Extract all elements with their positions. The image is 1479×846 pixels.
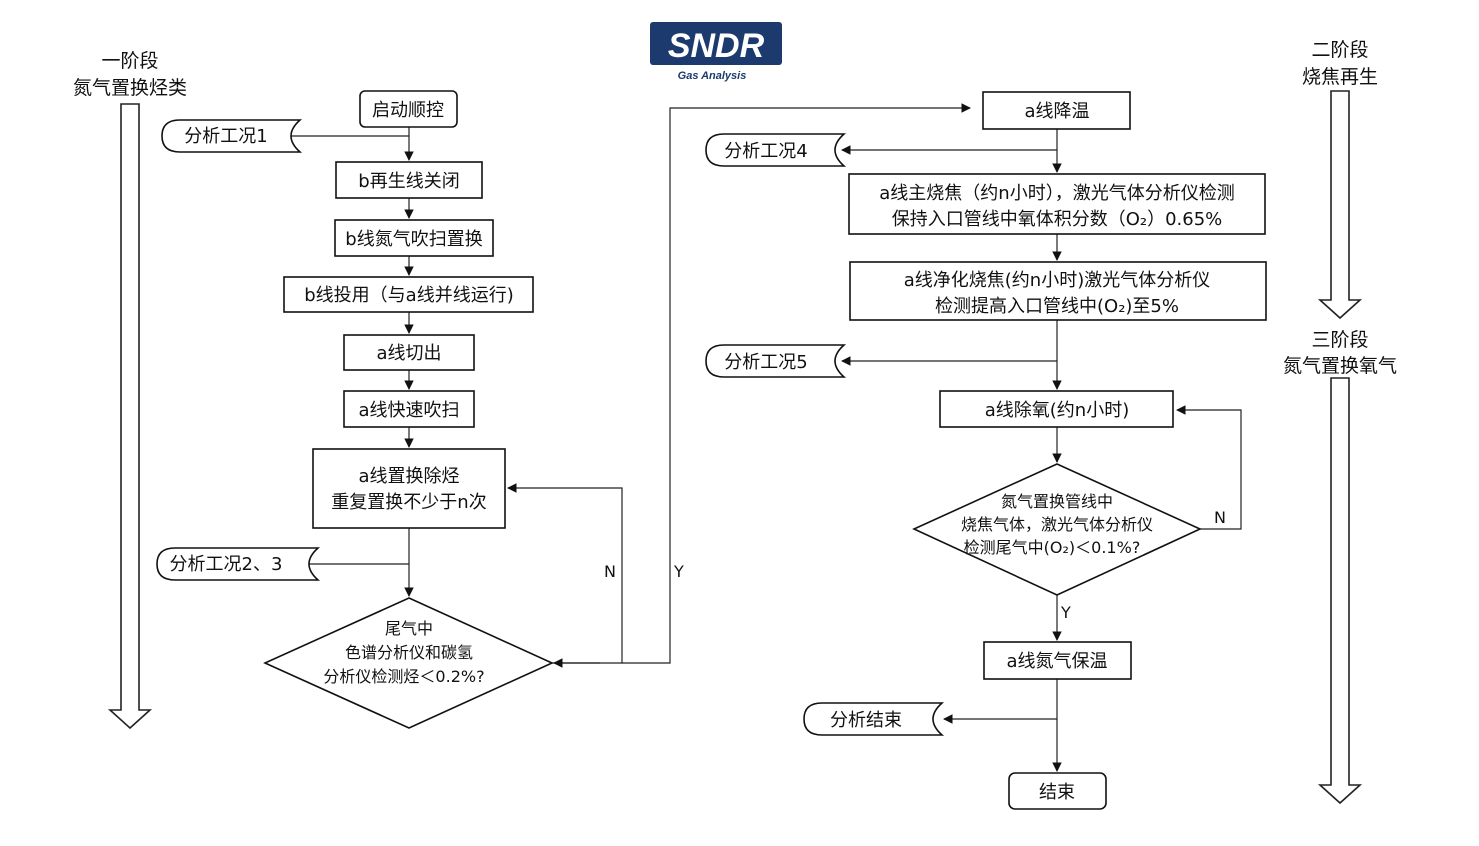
stage3-title: 三阶段 [1311,329,1368,351]
start-node-label: 启动顺控 [372,100,444,121]
stage1-arrow [107,103,153,730]
right-decision-label-n: N [1214,508,1226,527]
stage2-title: 二阶段 [1311,39,1368,61]
left-decision-line1: 尾气中 [385,619,433,638]
left-decision-line2: 色谱分析仪和碳氢 [345,643,473,662]
analysis-tag-1: 分析工况1 [161,119,303,153]
step-a-line-cut-out-label: a线切出 [376,343,441,364]
end-node [1008,772,1107,810]
step-a-line-nitrogen-hold [983,641,1132,680]
left-decision-line3: 分析仪检测烃＜0.2%? [323,667,484,686]
analysis-tag-end-label: 分析结束 [830,710,902,731]
right-decision-line3: 检测尾气中(O₂)＜0.1%? [964,538,1141,557]
logo-subtitle: Gas Analysis [678,70,747,82]
stage2-arrow [1317,90,1363,320]
analysis-tag-2-3-shape [156,547,321,581]
right-decision-diamond [912,463,1202,596]
stage3-arrow [1317,377,1363,805]
connector-right-loop-n [1176,405,1242,530]
analysis-tag-end-shape [803,702,945,736]
analysis-tag-2-3-label: 分析工况2、3 [170,554,283,575]
connector-left-yes-to-right [622,103,971,664]
sndr-logo: SNDR ® Gas Analysis [650,22,782,82]
analysis-tag-5-label: 分析工况5 [724,352,807,373]
stage1-label: 一阶段 氮气置换烃类 [73,50,187,99]
analysis-tag-1-shape [161,119,303,153]
stage3-label: 三阶段 氮气置换氧气 [1283,329,1397,377]
logo-badge [650,22,782,65]
step-a-line-fast-purge [343,390,475,428]
step-a-line-clean-coking-line1: a线净化烧焦(约n小时)激光气体分析仪 [904,270,1210,291]
step-a-line-main-coking-line1: a线主烧焦（约n小时），激光气体分析仪检测 [879,183,1234,204]
step-b-line-purge [334,219,494,257]
step-a-line-cooling-label: a线降温 [1024,101,1089,122]
step-a-line-deoxygenation [939,390,1174,428]
step-b-line-close-label: b再生线关闭 [358,171,459,192]
left-decision-diamond [263,597,554,729]
left-connectors [281,103,971,668]
step-b-line-purge-label: b线氮气吹扫置换 [345,229,482,250]
analysis-tag-4-shape [705,133,847,167]
stage2-subtitle: 烧焦再生 [1302,66,1378,88]
step-b-line-close [335,161,483,199]
logo-registered-mark: ® [773,24,779,33]
right-decision-line1: 氮气置换管线中 [1001,492,1113,511]
end-node-label: 结束 [1039,782,1075,803]
analysis-tag-5: 分析工况5 [705,344,847,378]
stage3-subtitle: 氮气置换氧气 [1283,355,1397,377]
start-node [359,90,458,128]
step-a-line-displacement-line1: a线置换除烃 [358,466,459,487]
step-a-line-cut-out [343,334,475,371]
right-connectors [841,129,1242,772]
analysis-tag-end: 分析结束 [803,702,945,736]
step-b-line-in-service [283,276,534,313]
analysis-tag-1-label: 分析工况1 [184,126,267,147]
left-decision-label-n: N [604,562,616,581]
right-decision-line2: 烧焦气体，激光气体分析仪 [961,515,1153,534]
analysis-tag-5-shape [705,344,847,378]
analysis-tag-4: 分析工况4 [705,133,847,167]
stage1-subtitle: 氮气置换烃类 [73,77,187,99]
step-a-line-clean-coking-line2: 检测提高入口管线中(O₂)至5% [935,296,1179,317]
logo-brand: SNDR [668,27,765,65]
step-a-line-displacement [312,448,506,529]
step-a-line-deoxygenation-label: a线除氧(约n小时) [985,400,1129,421]
analysis-tag-4-label: 分析工况4 [724,141,807,162]
step-a-line-main-coking-line2: 保持入口管线中氧体积分数（O₂）0.65% [892,209,1223,230]
analysis-tag-2-3: 分析工况2、3 [156,547,321,581]
stage2-label: 二阶段 烧焦再生 [1302,39,1378,88]
step-a-line-main-coking [848,173,1266,235]
step-a-line-fast-purge-label: a线快速吹扫 [358,400,459,421]
stage1-title: 一阶段 [101,50,158,72]
left-decision-label-y: Y [673,562,684,581]
step-a-line-nitrogen-hold-label: a线氮气保温 [1006,651,1107,672]
right-decision-label-y: Y [1060,603,1071,622]
step-a-line-displacement-line2: 重复置换不少于n次 [331,492,486,513]
step-b-line-in-service-label: b线投用（与a线并线运行) [304,285,513,306]
step-a-line-cooling [982,91,1131,130]
step-a-line-clean-coking [849,261,1267,321]
